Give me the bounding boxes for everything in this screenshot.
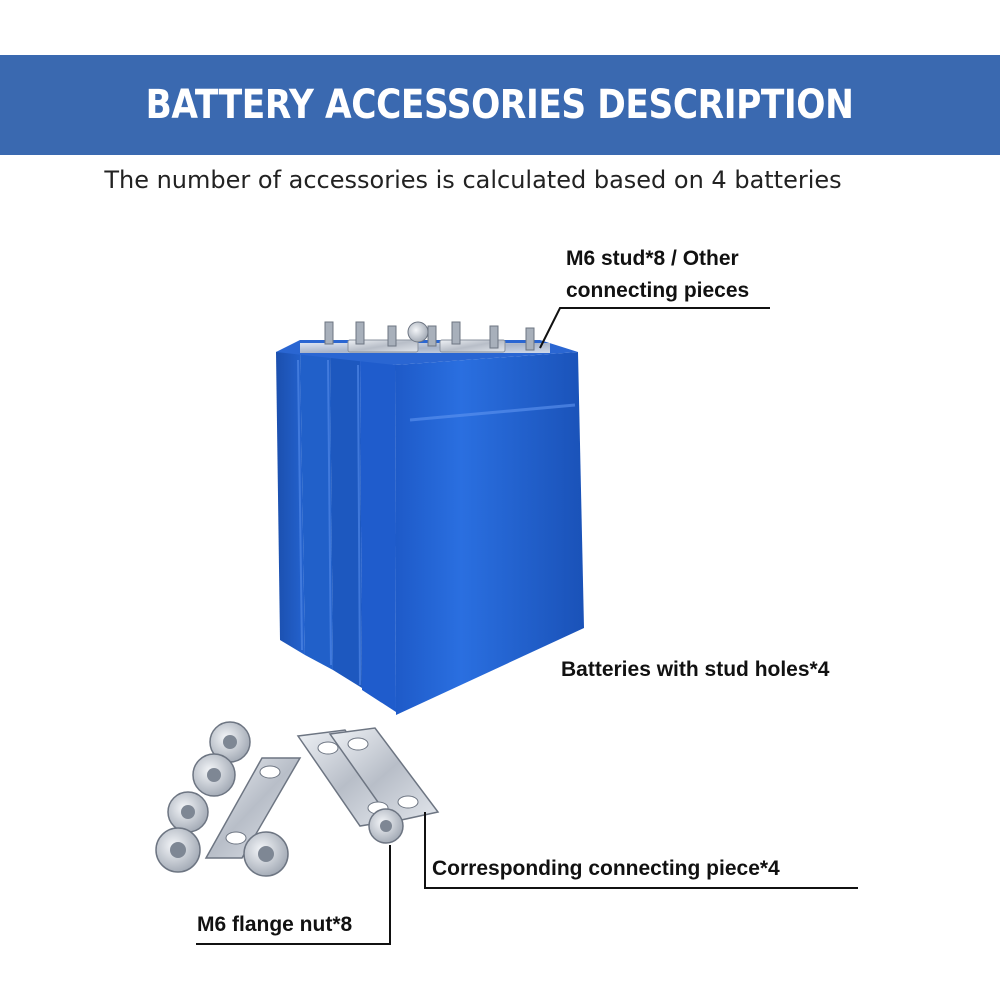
battery-front-face — [395, 352, 584, 715]
connecting-piece-icon — [204, 727, 440, 859]
battery-cell-2 — [300, 348, 333, 670]
battery-top-hardware — [300, 321, 550, 353]
page-subtitle: The number of accessories is calculated … — [104, 166, 842, 194]
stud-callout-line1: M6 stud*8 / Other — [566, 247, 739, 270]
stud-icon — [324, 321, 535, 351]
page-title: BATTERY ACCESSORIES DESCRIPTION — [146, 82, 854, 128]
battery-cell-1 — [276, 345, 305, 655]
header-banner: BATTERY ACCESSORIES DESCRIPTION — [0, 55, 1000, 155]
callout-lines — [196, 307, 858, 945]
battery-cell-3 — [330, 352, 362, 688]
stud-callout-line — [539, 307, 770, 349]
piece-callout-line — [424, 812, 858, 889]
flange-nut-callout-label: M6 flange nut*8 — [197, 913, 353, 936]
connecting-piece-callout-label: Corresponding connecting piece*4 — [432, 857, 780, 880]
batteries-callout-label: Batteries with stud holes*4 — [561, 658, 830, 681]
stud-callout-line2: connecting pieces — [566, 279, 750, 302]
stud-callout-label: M6 stud*8 / Other connecting pieces — [566, 243, 749, 307]
flange-nut-icon — [155, 721, 404, 877]
nut-callout-line — [196, 845, 391, 945]
battery-cell-4 — [360, 358, 396, 712]
battery-stack — [276, 340, 584, 715]
